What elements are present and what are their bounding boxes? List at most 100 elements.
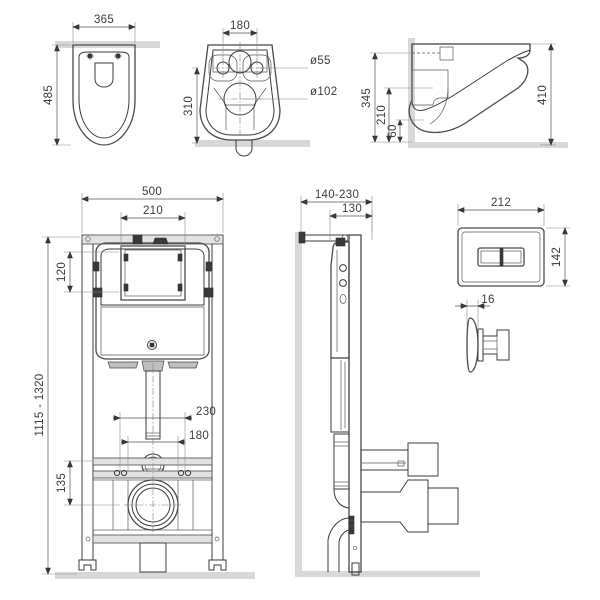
dimension-485-label: 485 xyxy=(43,85,55,105)
toilet-seat-cutout xyxy=(94,62,114,88)
cistern-bracket-left-upper xyxy=(92,261,100,272)
cistern-side-ribs xyxy=(340,360,346,430)
callout-dia-102: ø102 xyxy=(240,86,337,100)
toilet-side-outline xyxy=(408,43,531,134)
cistern-side-port-1 xyxy=(339,264,347,272)
bolt-a1 xyxy=(113,469,121,477)
dimension-500: 500 xyxy=(81,186,224,233)
cistern-vent-fitting xyxy=(152,237,169,245)
waste-connector-body xyxy=(360,479,429,533)
dimension-135: 135 xyxy=(56,460,120,506)
dimension-212: 212 xyxy=(457,197,545,226)
callout-dia-55: ø55 xyxy=(257,55,331,69)
cistern-body xyxy=(95,242,210,360)
toilet-rear-inner-outline xyxy=(205,49,275,136)
cistern-lower-shell xyxy=(100,306,205,356)
dimension-180-front-label: 180 xyxy=(189,430,209,442)
frame-mid-rail-upper xyxy=(92,457,213,466)
dimension-130: 130 xyxy=(329,203,373,240)
fixing-bolt-right xyxy=(114,52,122,60)
callout-dia-55-label: ø55 xyxy=(310,55,331,67)
dimension-frame-height: 1115 - 1320 xyxy=(34,236,80,575)
dimension-230: 230 xyxy=(113,406,216,471)
dimension-130-label: 130 xyxy=(342,203,362,215)
bottom-bolt-right xyxy=(214,536,220,542)
dimension-135-label: 135 xyxy=(56,473,68,493)
top-rail-bolt-right xyxy=(214,236,220,242)
dimension-230-label: 230 xyxy=(196,406,216,418)
toilet-rear-outline xyxy=(199,44,281,141)
frame-side-floor-band xyxy=(295,571,480,577)
waste-connector-socket xyxy=(427,487,459,525)
bolt-b1 xyxy=(177,469,185,477)
dimension-212-label: 212 xyxy=(491,197,511,209)
cistern-side-port-2 xyxy=(339,279,347,287)
dimension-210-side: 210 xyxy=(376,87,433,143)
flush-plate-outline xyxy=(457,227,545,287)
bolt-b2 xyxy=(184,469,192,477)
flush-button-divider xyxy=(499,247,504,267)
wall-anchor-plate xyxy=(298,231,306,244)
cistern-fill-fitting xyxy=(132,234,143,245)
dimension-60: 60 xyxy=(387,119,424,143)
toilet-plan-view: 365 485 xyxy=(43,14,160,146)
dimension-310: 310 xyxy=(183,67,200,144)
flush-connector-cap xyxy=(407,442,439,477)
dimension-180-rear: 180 xyxy=(222,20,258,60)
dimension-210-side-label: 210 xyxy=(376,105,388,125)
frame-foot-left xyxy=(78,559,97,571)
cistern-bracket-right-upper xyxy=(205,261,213,272)
fixing-bolt-left xyxy=(86,52,94,60)
frame-bottom-rail xyxy=(92,534,213,544)
cistern-lug-right xyxy=(167,361,199,369)
toilet-seat-ring xyxy=(78,51,130,139)
dimension-310-label: 310 xyxy=(183,96,195,116)
flush-connector-spigot xyxy=(360,449,409,471)
frame-foot-right xyxy=(208,559,227,571)
dimension-16: 16 xyxy=(455,294,494,330)
toilet-side-view: 345 210 60 410 xyxy=(361,38,568,148)
dimension-365: 365 xyxy=(72,14,136,43)
dimension-410-label: 410 xyxy=(537,85,549,105)
floor-hatch-band xyxy=(408,142,568,148)
access-clip-tl xyxy=(123,253,129,262)
cistern-side-fill-fitting xyxy=(335,237,346,247)
access-opening-inner xyxy=(124,249,182,297)
dimension-142-label: 142 xyxy=(551,247,563,267)
waste-bend-outer xyxy=(327,517,350,572)
callout-dia-102-label: ø102 xyxy=(310,86,337,98)
dimension-60-label: 60 xyxy=(387,124,399,137)
dimension-16-label: 16 xyxy=(481,294,494,306)
cistern-bracket-right-lower xyxy=(203,287,214,298)
toilet-rear-view: ø55 ø102 180 310 xyxy=(183,20,337,157)
bowl-inner-wall xyxy=(429,87,449,125)
dimension-345-label: 345 xyxy=(361,88,373,108)
access-clip-bl xyxy=(123,283,129,292)
dimension-180-front: 180 xyxy=(121,430,209,471)
dimension-210-front: 210 xyxy=(120,205,186,248)
dimension-365-label: 365 xyxy=(94,14,114,26)
dimension-120: 120 xyxy=(56,251,119,293)
flush-plate-front-view: 212 142 xyxy=(457,197,570,287)
plate-side-body xyxy=(477,328,484,362)
dimension-140-230: 140-230 xyxy=(300,189,373,233)
dimension-180-rear-label: 180 xyxy=(230,20,250,32)
dimension-500-label: 500 xyxy=(142,186,162,198)
access-clip-tr xyxy=(177,253,183,262)
cistern-side-lower xyxy=(330,357,350,433)
flush-pipe-elbow xyxy=(333,488,350,509)
dimension-210-front-label: 210 xyxy=(143,205,163,217)
post-bolt xyxy=(352,545,358,551)
dimension-345: 345 xyxy=(361,52,412,143)
frame-centre-support xyxy=(139,542,167,573)
bolt-a2 xyxy=(120,469,128,477)
frame-front-view: 500 210 120 1115 - 1320 xyxy=(34,186,255,579)
waste-bend-inner xyxy=(338,529,350,572)
access-opening-frame xyxy=(120,245,186,301)
top-rail-bolt-left xyxy=(85,236,91,242)
plate-side-profile xyxy=(466,317,479,373)
flush-plate-inner-bezel xyxy=(461,231,541,283)
bottom-bolt-left xyxy=(85,536,91,542)
waste-connection-box xyxy=(411,69,449,106)
